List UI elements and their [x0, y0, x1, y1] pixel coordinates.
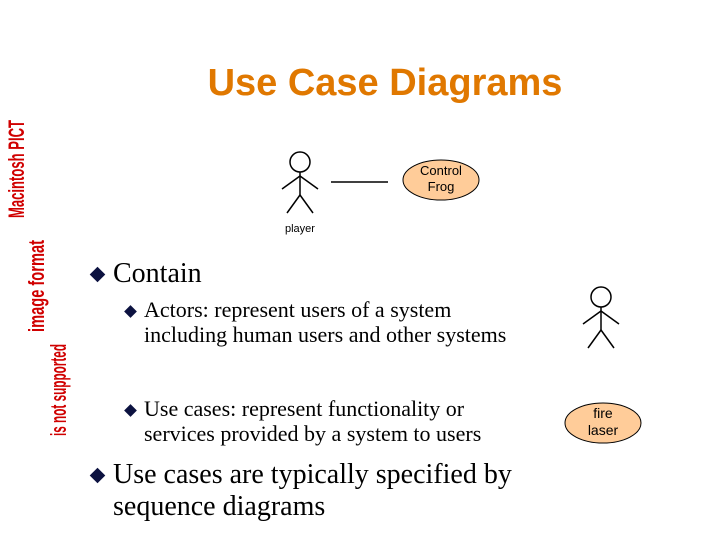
- use-case-fire-laser-line1: fire: [593, 405, 613, 421]
- sequence-line-2: sequence diagrams: [113, 491, 326, 523]
- bullet-sequence: Use cases are typically specified by seq…: [113, 459, 512, 523]
- usecases-term: Use cases: [144, 396, 231, 421]
- usecases-desc-2: services provided by a system to users: [144, 421, 482, 447]
- actors-desc-1: : represent users of a system: [202, 297, 452, 322]
- use-case-control-frog-label: Control Frog: [403, 163, 479, 194]
- use-case-control-frog: [402, 159, 480, 201]
- unsupported-image-placeholder: Macintosh PICT image format is not suppo…: [4, 120, 71, 436]
- bullet-use-cases-line1: Use cases: represent functionality or: [144, 396, 481, 421]
- bullet-actors: Actors: represent users of a system incl…: [144, 297, 506, 348]
- use-case-control-frog-line2: Frog: [427, 178, 455, 194]
- actor-player-icon: [281, 151, 319, 214]
- pict-line-3: is not supported: [46, 344, 71, 436]
- bullet-actors-line1: Actors: represent users of a system: [144, 297, 506, 322]
- usecases-desc-1: : represent functionality or: [230, 396, 465, 421]
- pict-line-2: image format: [24, 240, 49, 332]
- actor-right-icon: [582, 286, 620, 349]
- bullet-use-cases: Use cases: represent functionality or se…: [144, 396, 481, 447]
- pict-line-1: Macintosh PICT: [4, 120, 29, 218]
- use-case-control-frog-line1: Control: [420, 163, 462, 178]
- use-case-fire-laser: [564, 402, 642, 444]
- sequence-line-1: Use cases are typically specified by: [113, 459, 512, 490]
- actors-term: Actors: [144, 297, 203, 322]
- use-case-fire-laser-line2: laser: [587, 421, 619, 438]
- use-case-fire-laser-label: fire laser: [565, 405, 641, 439]
- actor-player-label: player: [285, 223, 315, 235]
- actors-desc-2: including human users and other systems: [144, 322, 507, 348]
- bullet-contain: Contain: [113, 258, 202, 289]
- slide-title: Use Case Diagrams: [207, 62, 563, 104]
